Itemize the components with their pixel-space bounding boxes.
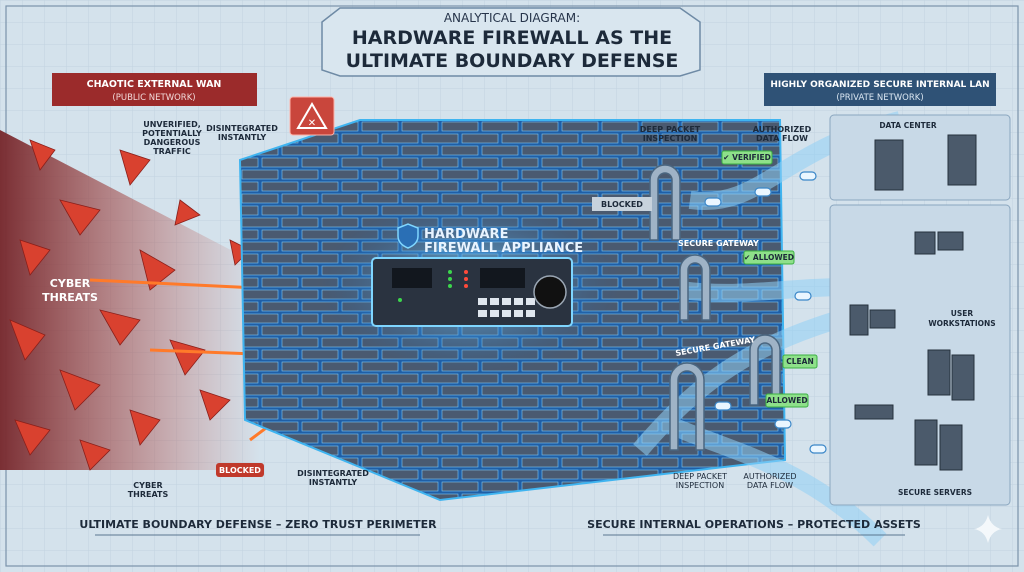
label-line: CYBER	[133, 481, 162, 490]
label-line: DISINTEGRATED	[297, 469, 369, 478]
label-line: AUTHORIZED	[743, 472, 796, 481]
title-kicker: ANALYTICAL DIAGRAM:	[444, 11, 580, 25]
wan-title: CHAOTIC EXTERNAL WAN	[87, 79, 222, 90]
label-line: DATA FLOW	[747, 481, 793, 490]
data-flow-streams	[633, 111, 922, 547]
verified-badge: ✔ VERIFIED	[721, 150, 773, 165]
label-line: WORKSTATIONS	[928, 319, 995, 328]
title-line2: ULTIMATE BOUNDARY DEFENSE	[346, 50, 679, 72]
secure-gateway-top: SECURE GATEWAY	[678, 239, 759, 248]
label-line: DISINTEGRATED	[206, 124, 278, 133]
lan-subtitle: (PRIVATE NETWORK)	[836, 93, 923, 103]
label-line: POTENTIALLY	[142, 129, 202, 138]
sparkle-icon	[974, 515, 1002, 543]
label-line: DEEP PACKET	[640, 125, 701, 134]
title-box	[321, 7, 701, 77]
footer-left: ULTIMATE BOUNDARY DEFENSE – ZERO TRUST P…	[79, 518, 437, 531]
title-line1: HARDWARE FIREWALL AS THE	[352, 27, 672, 49]
wan-subtitle: (PUBLIC NETWORK)	[112, 93, 195, 103]
blocked-badge-text: BLOCKED	[219, 466, 261, 475]
warning-x-icon: ✕	[289, 96, 335, 136]
gateway-arches	[649, 164, 781, 451]
clean-badge: CLEAN	[782, 354, 818, 369]
wan-header	[52, 73, 257, 106]
label-line: CLEAN	[786, 357, 814, 366]
label-line: DEEP PACKET	[673, 472, 727, 481]
blocked-badge	[216, 463, 264, 477]
label-line: ✔ VERIFIED	[723, 153, 771, 162]
lan-panel	[829, 204, 1011, 506]
label-line: ✕	[308, 118, 316, 129]
label-line: INSPECTION	[643, 134, 698, 143]
threat-shards	[9, 139, 251, 471]
label-line: DANGEROUS	[144, 138, 201, 147]
secure-servers-label: SECURE SERVERS	[898, 488, 972, 497]
label-line: THREATS	[128, 490, 169, 499]
fan-icon	[533, 275, 567, 309]
appliance-title-line1: HARDWARE	[424, 227, 508, 242]
appliance-title-line2: FIREWALL APPLIANCE	[424, 241, 583, 256]
label-line: THREATS	[42, 291, 98, 304]
lan-header	[764, 73, 996, 106]
allowed-bottom-badge: ALLOWED	[765, 393, 809, 408]
workstation-icons	[849, 231, 964, 420]
label-line: ALLOWED	[766, 396, 807, 405]
label-line: DATA FLOW	[756, 134, 808, 143]
data-center-label: DATA CENTER	[879, 121, 937, 130]
server-icons	[874, 134, 977, 471]
label-line: INSPECTION	[676, 481, 724, 490]
label-line: USER	[951, 309, 974, 318]
label-line: TRAFFIC	[153, 147, 191, 156]
label-line: ✔ ALLOWED	[744, 253, 794, 262]
label-line: AUTHORIZED	[753, 125, 812, 134]
label-line: CYBER	[50, 277, 91, 290]
wall-blocked-text: BLOCKED	[601, 200, 643, 209]
firewall-appliance	[371, 257, 573, 327]
label-line: UNVERIFIED,	[143, 120, 201, 129]
footer-right: SECURE INTERNAL OPERATIONS – PROTECTED A…	[587, 518, 921, 531]
threat-stream	[0, 130, 260, 470]
allowed-top-badge: ✔ ALLOWED	[743, 250, 795, 265]
lan-title: HIGHLY ORGANIZED SECURE INTERNAL LAN	[770, 80, 989, 90]
label-line: INSTANTLY	[309, 478, 357, 487]
shield-icon	[397, 223, 419, 249]
label-line: INSTANTLY	[218, 133, 266, 142]
wall-blocked-tag	[592, 197, 652, 211]
